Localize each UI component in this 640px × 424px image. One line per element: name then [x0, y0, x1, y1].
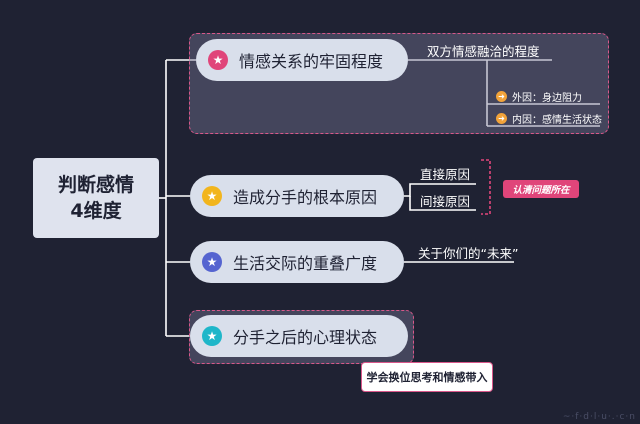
arrow-icon: ➜ — [496, 113, 507, 124]
branch-label: 造成分手的根本原因 — [233, 188, 378, 207]
branch-social-overlap: ★ 生活交际的重叠广度 — [190, 241, 404, 283]
branch-post-breakup-mindset: ★ 分手之后的心理状态 — [190, 315, 408, 357]
branch-label: 分手之后的心理状态 — [233, 328, 378, 347]
star-icon: ★ — [202, 326, 222, 346]
label-indirect-cause: 间接原因 — [420, 194, 471, 209]
label-future: 关于你们的“未来” — [418, 246, 519, 261]
label-direct-cause: 直接原因 — [420, 167, 471, 182]
branch-label: 情感关系的牢固程度 — [239, 52, 384, 71]
sub-internal-factor: ➜ 内因：感情生活状态 — [496, 111, 602, 126]
root-title: 判断感情 — [57, 174, 134, 196]
branch-relationship-strength: ★ 情感关系的牢固程度 — [196, 39, 408, 81]
sub-external-factor: ➜ 外因：身边阻力 — [496, 89, 582, 104]
label-mutual-harmony: 双方情感融洽的程度 — [427, 44, 540, 59]
callout-identify-problem: 认清问题所在 — [503, 180, 579, 198]
branch-label: 生活交际的重叠广度 — [233, 254, 378, 273]
star-icon: ★ — [202, 186, 222, 206]
branch-breakup-cause: ★ 造成分手的根本原因 — [190, 175, 404, 217]
arrow-icon: ➜ — [496, 91, 507, 102]
sub-label: 外因：身边阻力 — [512, 93, 582, 104]
watermark: ~·f·d·l·u·.·c·n — [562, 412, 636, 422]
sub-label: 内因：感情生活状态 — [512, 115, 602, 126]
star-icon: ★ — [202, 252, 222, 272]
root-node: 判断感情 4维度 — [33, 158, 159, 238]
callout-empathy: 学会换位思考和情感带入 — [361, 362, 493, 392]
star-icon: ★ — [208, 50, 228, 70]
root-subtitle: 4维度 — [70, 200, 122, 222]
